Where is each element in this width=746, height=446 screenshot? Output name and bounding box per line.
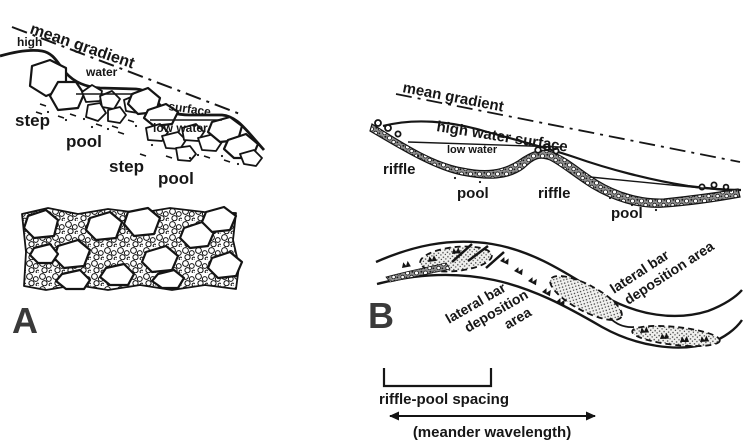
pool-label-4: pool: [611, 205, 643, 222]
lateral-bar-left-label: lateral bar deposition area: [443, 279, 535, 335]
mean-gradient-label-b: mean gradient: [401, 79, 505, 115]
low-water-label-b: low water: [447, 144, 498, 156]
pool-label-3: pool: [457, 185, 489, 202]
riffle-pool-spacing-label: riffle-pool spacing: [379, 391, 509, 408]
riffle-label-2: riffle: [538, 185, 571, 202]
panel-a: mean gradient high water surface low wat…: [0, 21, 266, 341]
panel-a-profile-drawing: mean gradient high water surface low wat…: [0, 21, 266, 188]
bank-scour-marks: [400, 243, 709, 342]
panel-b-plan-drawing: lateral bar deposition area lateral bar …: [375, 238, 743, 349]
water-surface-line-a: [0, 48, 266, 151]
low-water-line-1-b: [407, 141, 561, 148]
low-water-line-2-b: [589, 176, 733, 192]
lateral-bar-right-label: lateral bar deposition area: [607, 238, 717, 308]
panel-a-plan-drawing: [21, 205, 244, 291]
meander-wavelength-label: (meander wavelength): [413, 424, 571, 441]
high-label: high: [17, 35, 42, 49]
plan-boulders: [22, 205, 244, 291]
pool-label-2: pool: [158, 169, 194, 188]
panel-b-profile-drawing: mean gradient high water surface low wat…: [369, 79, 742, 222]
riffle-label-1: riffle: [383, 161, 416, 178]
mean-gradient-line-b: [395, 93, 741, 163]
step-pool-boulders: [28, 58, 263, 167]
left-rocky-strip: [385, 262, 451, 283]
spacing-annotations: riffle-pool spacing (meander wavelength): [379, 368, 596, 441]
panel-b-letter: B: [368, 295, 394, 336]
riffle-crest-cobbles: [374, 119, 730, 212]
low-water-label-a: low water: [153, 121, 208, 135]
surface-label: surface: [168, 99, 213, 119]
step-label-1: step: [15, 111, 50, 130]
riffle-pool-spacing-bracket: [382, 368, 493, 388]
step-label-2: step: [109, 157, 144, 176]
pool-label-1: pool: [66, 132, 102, 151]
sediment-stipple-marks: [35, 103, 240, 166]
rocky-bed-ribbon: [369, 123, 741, 208]
panel-b: mean gradient high water surface low wat…: [368, 79, 743, 441]
water-label: water: [85, 65, 118, 79]
panel-a-letter: A: [12, 300, 38, 341]
mean-gradient-line-a: [11, 26, 241, 115]
